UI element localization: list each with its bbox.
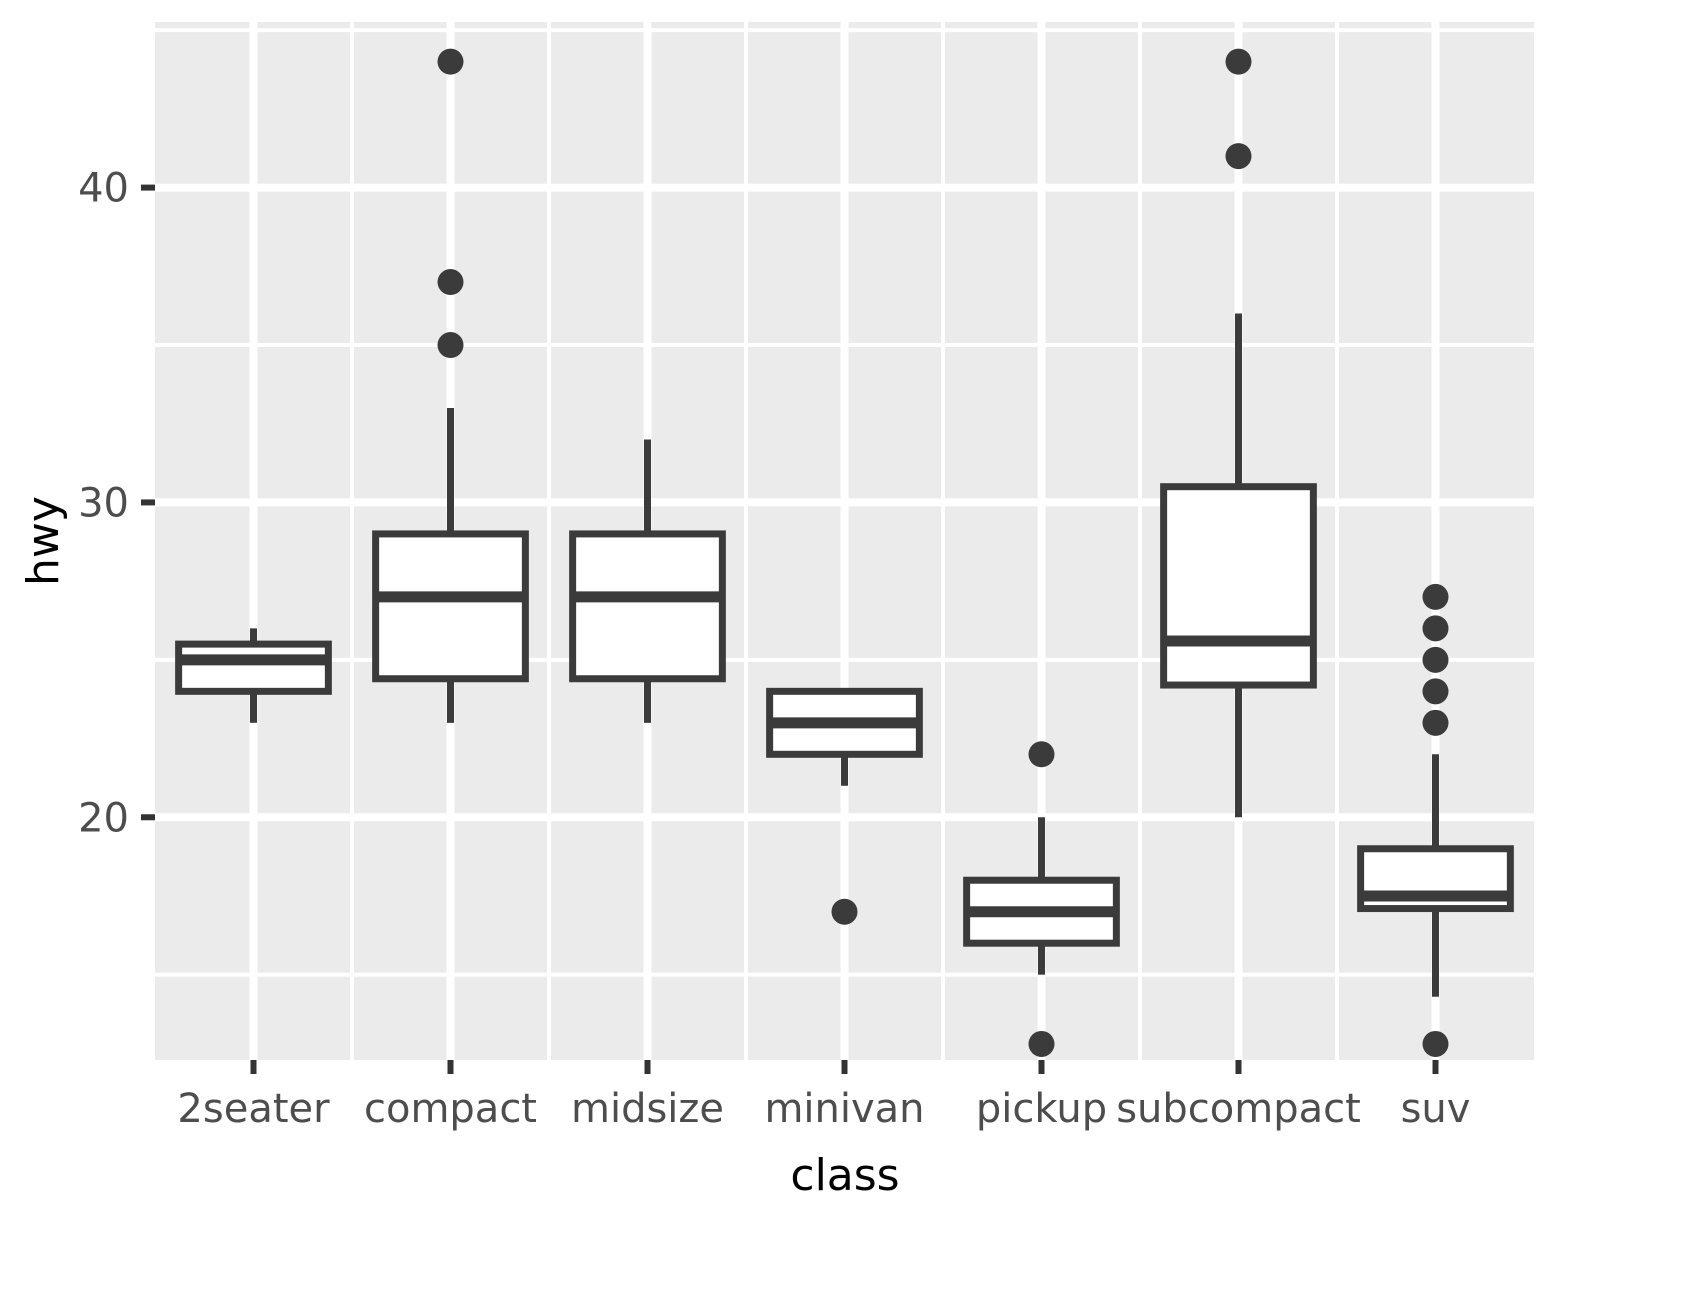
x-tick-label-minivan: minivan [764, 1086, 924, 1132]
boxplot-pickup [963, 741, 1120, 1057]
boxplot-midsize [569, 439, 726, 723]
outlier-point-pickup-1 [1028, 1030, 1055, 1057]
outlier-point-pickup-0 [1028, 741, 1055, 768]
box-midsize [569, 530, 726, 683]
boxplot-suv [1357, 583, 1514, 1057]
x-axis-tick-marks [250, 1060, 1439, 1074]
box-2seater [175, 640, 332, 695]
boxplot-minivan [766, 687, 923, 925]
y-tick-label-20: 20 [78, 795, 129, 841]
outlier-point-suv-2 [1422, 646, 1449, 673]
major-gridlines-x [249, 22, 1440, 1060]
x-axis-title: class [790, 1150, 899, 1201]
boxplot-subcompact [1160, 48, 1317, 818]
boxplot-compact [372, 48, 529, 723]
outlier-point-minivan-0 [831, 898, 858, 925]
outlier-point-suv-3 [1422, 615, 1449, 642]
y-axis-title: hwy [18, 496, 69, 586]
x-tick-label-subcompact: subcompact [1116, 1086, 1361, 1132]
x-tick-label-pickup: pickup [976, 1086, 1107, 1132]
x-tick-label-midsize: midsize [571, 1086, 724, 1132]
outlier-point-suv-5 [1422, 1030, 1449, 1057]
x-tick-label-compact: compact [364, 1086, 537, 1132]
outlier-point-compact-1 [437, 269, 464, 296]
outlier-point-compact-2 [437, 48, 464, 75]
outlier-point-subcompact-1 [1225, 48, 1252, 75]
box-subcompact [1160, 483, 1317, 689]
y-tick-label-30: 30 [78, 480, 129, 526]
outlier-point-compact-0 [437, 332, 464, 359]
outlier-point-subcompact-0 [1225, 143, 1252, 170]
y-tick-label-40: 40 [78, 166, 129, 212]
y-axis-tick-labels: 20 30 40 [78, 166, 129, 842]
outlier-point-suv-4 [1422, 583, 1449, 610]
boxplot-2seater [175, 628, 332, 723]
x-tick-label-2seater: 2seater [177, 1086, 330, 1132]
x-tick-label-suv: suv [1401, 1086, 1471, 1132]
box-compact [372, 530, 529, 683]
boxplot-series-layer [175, 48, 1514, 1057]
y-axis-tick-marks [141, 184, 155, 821]
outlier-point-suv-0 [1422, 709, 1449, 736]
outlier-point-suv-1 [1422, 678, 1449, 705]
